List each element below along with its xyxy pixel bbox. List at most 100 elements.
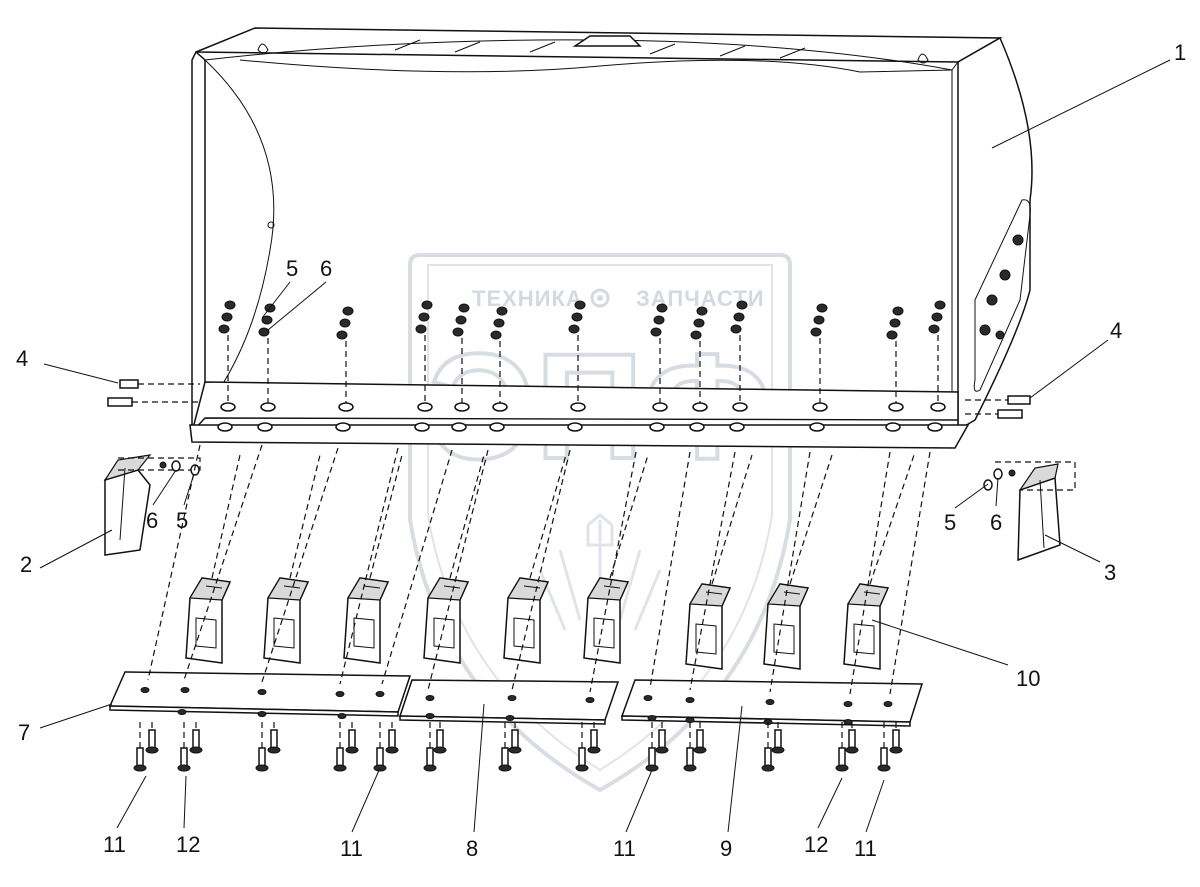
tooth-adapters xyxy=(185,454,915,670)
assembly-line xyxy=(769,451,811,693)
bolt xyxy=(267,722,281,754)
floor-hole xyxy=(885,422,901,432)
nut xyxy=(928,324,940,334)
floor-hole xyxy=(732,402,748,412)
tooth-adapter xyxy=(343,454,403,664)
bolt xyxy=(877,722,891,772)
nut xyxy=(889,318,901,328)
floor-hole xyxy=(451,422,467,432)
nut xyxy=(421,300,433,310)
nut xyxy=(886,330,898,340)
callout-3: 3 xyxy=(1104,560,1116,585)
callout-2: 2 xyxy=(20,552,32,577)
nut xyxy=(452,327,464,337)
leader-lines xyxy=(39,59,1171,833)
bolt xyxy=(385,722,399,754)
nut xyxy=(653,315,665,325)
plate-hole xyxy=(643,695,653,701)
callout-5-right: 5 xyxy=(944,510,956,535)
nut xyxy=(218,324,230,334)
assembly-line xyxy=(689,451,736,691)
callout-6-top: 6 xyxy=(320,256,332,281)
floor-hole xyxy=(729,422,745,432)
plate-hole xyxy=(507,695,517,701)
tooth-adapter xyxy=(185,454,241,664)
callout-11b: 11 xyxy=(340,836,363,861)
nut xyxy=(892,306,904,316)
floor-holes xyxy=(217,402,946,432)
callout-9: 9 xyxy=(720,836,732,861)
floor-hole xyxy=(335,422,351,432)
nut xyxy=(418,312,430,322)
plate-hole xyxy=(843,701,853,707)
callout-6-left: 6 xyxy=(146,508,158,533)
bolt xyxy=(508,722,522,754)
assembly-line xyxy=(339,447,399,685)
plate-hole xyxy=(257,711,267,717)
nut xyxy=(458,303,470,313)
nut xyxy=(730,324,742,334)
nut xyxy=(568,324,580,334)
nut xyxy=(934,300,946,310)
nut xyxy=(931,312,943,322)
callout-4-right: 4 xyxy=(1110,318,1122,343)
floor-hole xyxy=(689,422,705,432)
plate-hole xyxy=(685,697,695,703)
plate-hole xyxy=(140,687,150,693)
assembly-dashed-lines xyxy=(147,444,931,695)
bolt xyxy=(498,722,512,772)
floor-hole xyxy=(652,402,668,412)
tooth-adapter xyxy=(763,454,833,670)
plate-hole xyxy=(765,699,775,705)
tooth-adapter xyxy=(423,454,485,664)
gear-icon xyxy=(590,288,610,308)
callout-8: 8 xyxy=(466,836,478,861)
bolt xyxy=(587,722,601,754)
nut xyxy=(813,315,825,325)
bolt xyxy=(373,722,387,772)
nut xyxy=(810,327,822,337)
floor-hole xyxy=(414,422,430,432)
plate-hole xyxy=(505,715,515,721)
nut xyxy=(221,312,233,322)
callout-12a: 12 xyxy=(176,832,200,857)
plate-hole xyxy=(337,713,347,719)
plate-hole xyxy=(425,713,435,719)
nut xyxy=(693,318,705,328)
bolt xyxy=(889,722,903,754)
floor-hole xyxy=(812,402,828,412)
plate-hole xyxy=(843,719,853,725)
bolt xyxy=(575,722,589,772)
callout-6-right: 6 xyxy=(990,510,1002,535)
bolt xyxy=(189,722,203,754)
nut xyxy=(733,312,745,322)
floor-hole xyxy=(567,422,583,432)
nut xyxy=(261,315,273,325)
tooth-adapter xyxy=(685,454,753,670)
callout-4-left: 4 xyxy=(16,346,28,371)
bolt xyxy=(693,722,707,754)
plate-holes xyxy=(140,687,893,725)
assembly-line xyxy=(889,451,931,695)
plate-hole xyxy=(257,689,267,695)
callout-5-top: 5 xyxy=(286,256,298,281)
bolt xyxy=(761,722,775,772)
plate-hole xyxy=(585,697,595,703)
floor-hole xyxy=(489,422,505,432)
plate-hole xyxy=(647,715,657,721)
bolt xyxy=(255,722,269,772)
callout-1: 1 xyxy=(1174,40,1186,65)
nut xyxy=(415,324,427,334)
bolt xyxy=(835,722,849,772)
assembly-line xyxy=(511,449,571,691)
nut xyxy=(650,327,662,337)
bolt xyxy=(771,722,785,754)
side-bolts-left xyxy=(107,379,200,407)
nut xyxy=(493,318,505,328)
floor-hole xyxy=(888,402,904,412)
tooth-adapter xyxy=(843,454,915,670)
nut xyxy=(455,315,467,325)
floor-nut-stacks xyxy=(218,300,946,403)
floor-hole xyxy=(492,402,508,412)
nut xyxy=(342,306,354,316)
